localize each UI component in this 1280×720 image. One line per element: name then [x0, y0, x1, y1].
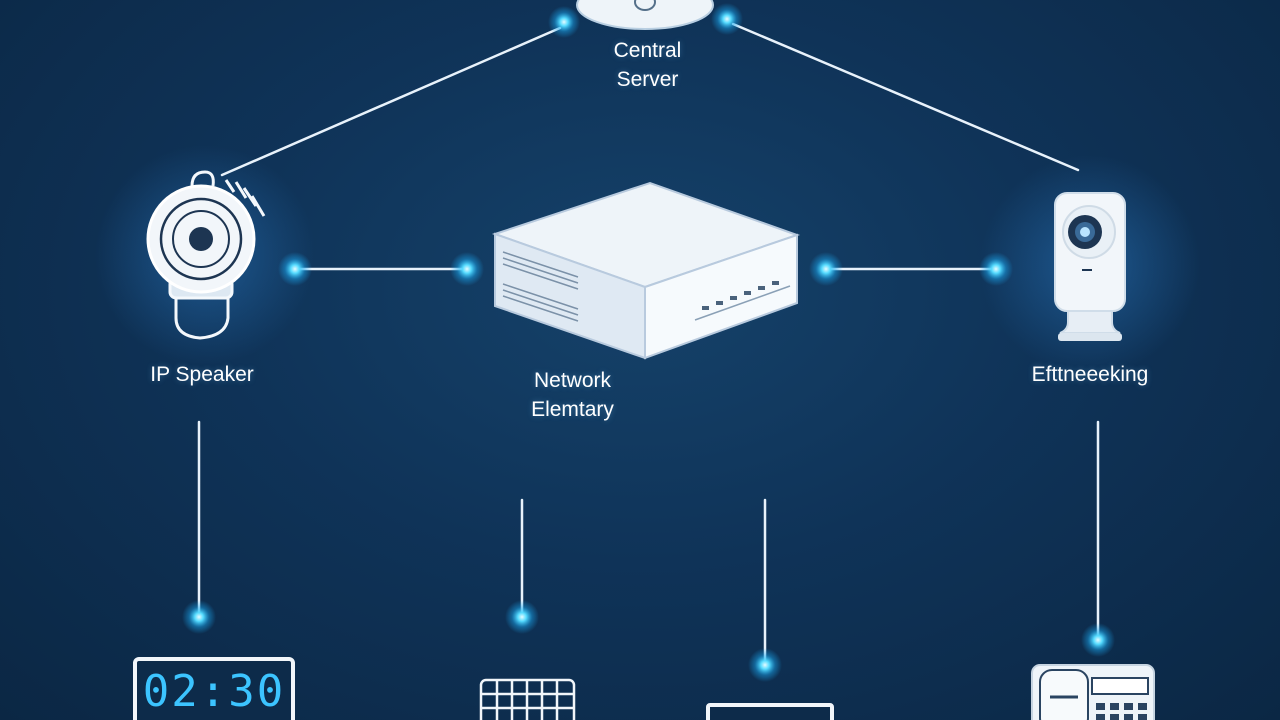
- server-speaker-link: [220, 26, 562, 177]
- camera-label: Efttneeeking: [1031, 363, 1149, 386]
- clock-digits: 02:30: [143, 666, 285, 717]
- server-icon: [576, 0, 714, 30]
- node-dot: [450, 252, 484, 286]
- node-dot: [809, 252, 843, 286]
- clock-display-icon: 02:30: [133, 657, 295, 720]
- network-device-label: Network Elemtary: [500, 366, 645, 424]
- keypad-device-icon: [479, 678, 576, 720]
- network-device-label-line1: Network: [533, 369, 612, 392]
- network-switch-icon: [491, 181, 801, 360]
- node-dot: [182, 600, 216, 634]
- server-camera-link: [731, 22, 1080, 172]
- node-dot: [548, 6, 580, 38]
- node-dot: [711, 3, 743, 35]
- central-server-label-line1: Central: [613, 39, 682, 62]
- connection-nodes: [182, 3, 1115, 682]
- central-server-label: Central Server: [585, 36, 710, 94]
- node-dot: [278, 252, 312, 286]
- ip-speaker-label: IP Speaker: [150, 363, 254, 386]
- network-device-label-line2: Elemtary: [531, 398, 614, 421]
- camera-icon: [1054, 192, 1126, 341]
- node-dot: [505, 600, 539, 634]
- node-dot: [748, 648, 782, 682]
- connection-lines: [197, 22, 1100, 662]
- node-dot: [979, 252, 1013, 286]
- monitor-icon: [706, 703, 834, 720]
- desk-phone-icon: [1031, 664, 1155, 720]
- central-server-label-line2: Server: [616, 68, 679, 91]
- node-dot: [1081, 623, 1115, 657]
- speaker-icon: [146, 170, 266, 340]
